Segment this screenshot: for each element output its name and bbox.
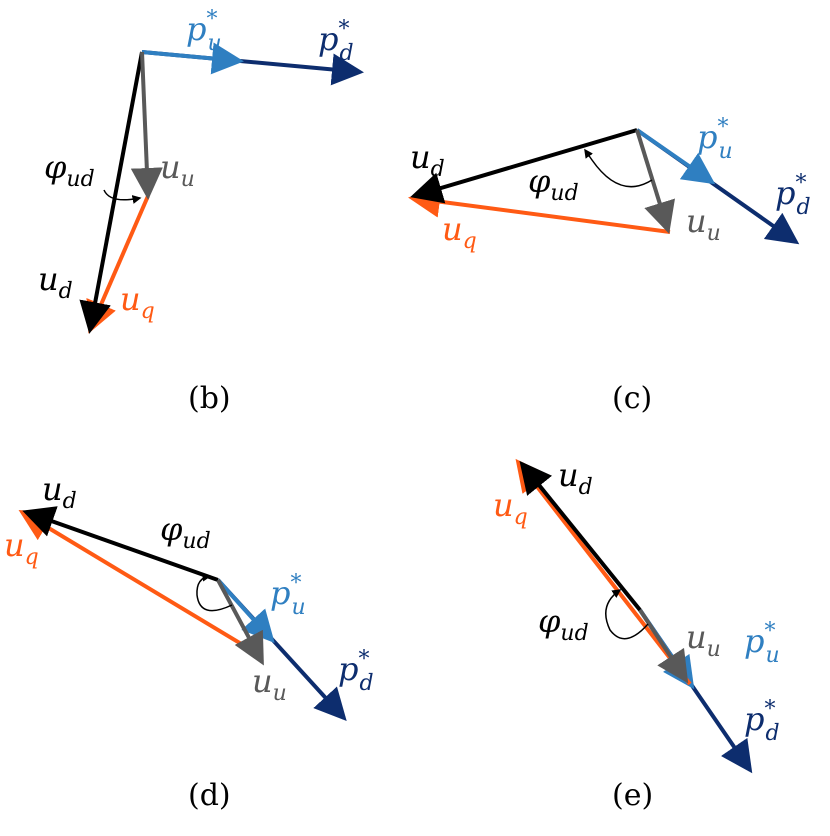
- vector-uq: [408, 185, 671, 234]
- label-pd: p*d: [744, 697, 780, 746]
- label-uq: uq: [4, 526, 39, 570]
- caption-c: (c): [612, 381, 652, 416]
- label-uq: uq: [493, 486, 528, 530]
- label-uu: uu: [160, 148, 195, 192]
- angle-arc: [196, 572, 233, 612]
- label-ud: ud: [42, 470, 77, 514]
- label-pu: p*u: [744, 619, 780, 668]
- label-pu: p*u: [186, 7, 222, 56]
- angle-arc: [605, 589, 649, 640]
- vector-pu: [141, 42, 244, 75]
- vector-uq: [18, 509, 260, 656]
- vector-uu: [638, 608, 689, 684]
- label-pd: p*d: [775, 171, 811, 220]
- label-uu: uu: [686, 618, 721, 662]
- label-pd: p*d: [338, 647, 374, 696]
- angle-arc: [584, 148, 653, 188]
- label-phi: φud: [528, 162, 579, 206]
- caption-e: (e): [612, 778, 653, 813]
- label-uq: uq: [120, 280, 155, 324]
- panel-b: p*u p*d φud uu ud uq (b): [38, 7, 364, 416]
- label-uu: uu: [686, 202, 721, 246]
- label-phi: φud: [44, 148, 95, 192]
- label-pd: p*d: [318, 17, 354, 66]
- vector-uu: [130, 51, 163, 200]
- label-phi: φud: [538, 602, 589, 646]
- label-uq: uq: [442, 210, 477, 254]
- angle-arc: [103, 189, 142, 204]
- label-ud: ud: [558, 456, 593, 500]
- vector-uq: [515, 458, 692, 686]
- vector-ud: [79, 51, 144, 334]
- vector-pu: [635, 128, 716, 185]
- panel-c: ud φud p*u p*d uq uu (c): [408, 115, 811, 416]
- vector-uu: [216, 579, 264, 666]
- panel-e: ud uq φud uu p*u p*d (e): [493, 456, 780, 813]
- vector-ud: [22, 506, 219, 582]
- label-uu: uu: [252, 662, 287, 706]
- vector-ud: [519, 460, 642, 612]
- vector-uu: [635, 129, 675, 234]
- caption-b: (b): [188, 381, 231, 416]
- label-phi: φud: [160, 510, 211, 554]
- caption-d: (d): [188, 778, 231, 813]
- label-ud: ud: [410, 138, 445, 182]
- label-pu: p*u: [697, 115, 733, 164]
- label-pu: p*u: [270, 571, 306, 620]
- label-ud: ud: [38, 260, 73, 304]
- panel-d: ud uq φud p*u p*d uu (d): [4, 470, 374, 813]
- vector-ud: [410, 128, 638, 204]
